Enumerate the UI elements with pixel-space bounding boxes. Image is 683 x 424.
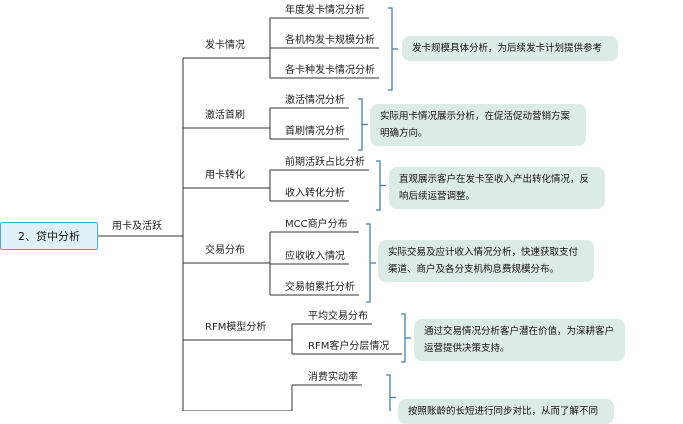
leaf-item[interactable]: 激活情况分析 xyxy=(285,95,345,106)
note-line: 响后续运营调整。 xyxy=(399,191,476,202)
connector-lines xyxy=(98,7,411,411)
note-line: 明确方向。 xyxy=(380,128,428,139)
leaf-item[interactable]: 收入转化分析 xyxy=(285,188,345,199)
leaf-item[interactable]: 首刷情况分析 xyxy=(285,126,345,137)
leaf-item[interactable]: RFM客户分层情况 xyxy=(308,341,390,352)
note-line: 运营提供决策支持。 xyxy=(424,343,510,354)
note-line: 渠道、商户及各分支机构息费规模分布。 xyxy=(388,264,560,275)
group-note: 实际交易及应计收入情况分析，快速获取支付渠道、商户及各分支机构息费规模分布。 xyxy=(378,240,594,282)
group-note: 实际用卡情况展示分析，在促活促动营销方案明确方向。 xyxy=(370,104,586,146)
group-note: 发卡规模具体分析，为后续发卡计划提供参考 xyxy=(402,36,618,61)
leaf-item[interactable]: 年度发卡情况分析 xyxy=(285,5,365,16)
group-note: 按照账龄的长短进行同步对比，从而了解不同 xyxy=(398,399,614,424)
note-line: 通过交易情况分析客户潜在价值，为深耕客户 xyxy=(424,326,615,337)
leaf-item[interactable]: 平均交易分布 xyxy=(308,311,368,322)
root-node[interactable]: 2、贷中分析 xyxy=(0,222,98,250)
leaf-item[interactable]: 前期活跃占比分析 xyxy=(285,157,365,168)
leaf-item[interactable]: MCC商户分布 xyxy=(285,219,348,230)
group-label-1[interactable]: 发卡情况 xyxy=(205,40,245,51)
leaf-item[interactable]: 各卡种发卡情况分析 xyxy=(285,65,375,76)
group-brace xyxy=(366,223,371,303)
note-line: 直观展示客户在发卡至收入产出转化情况，反 xyxy=(399,174,590,185)
group-label-2[interactable]: 激活首刷 xyxy=(205,110,245,121)
group-brace xyxy=(386,374,391,411)
leaf-item[interactable]: 交易帕累托分析 xyxy=(285,282,355,293)
group-label-3[interactable]: 用卡转化 xyxy=(205,170,245,181)
note-line: 按照账龄的长短进行同步对比，从而了解不同 xyxy=(408,406,599,417)
group-note: 通过交易情况分析客户潜在价值，为深耕客户运营提供决策支持。 xyxy=(414,319,625,361)
group-label-4[interactable]: 交易分布 xyxy=(205,245,245,256)
group-note: 直观展示客户在发卡至收入产出转化情况，反响后续运营调整。 xyxy=(389,167,605,209)
leaf-item[interactable]: 消费实动率 xyxy=(308,372,358,383)
note-line: 实际交易及应计收入情况分析，快速获取支付 xyxy=(388,247,579,258)
group-label-5[interactable]: RFM模型分析 xyxy=(205,322,267,333)
group-brace xyxy=(401,313,406,363)
note-line: 发卡规模具体分析，为后续发卡计划提供参考 xyxy=(412,43,603,54)
leaf-item[interactable]: 应收收入情况 xyxy=(285,251,345,262)
main-branch-label[interactable]: 用卡及活跃 xyxy=(112,221,162,232)
group-brace xyxy=(358,98,363,151)
leaf-item[interactable]: 各机构发卡规模分析 xyxy=(285,35,375,46)
mind-map: 2、贷中分析 用卡及活跃 发卡情况 年度发卡情况分析各机构发卡规模分析各卡种发卡情… xyxy=(0,5,625,424)
group-brace xyxy=(376,160,381,211)
note-line: 实际用卡情况展示分析，在促活促动营销方案 xyxy=(380,111,571,122)
group-brace xyxy=(388,7,393,91)
